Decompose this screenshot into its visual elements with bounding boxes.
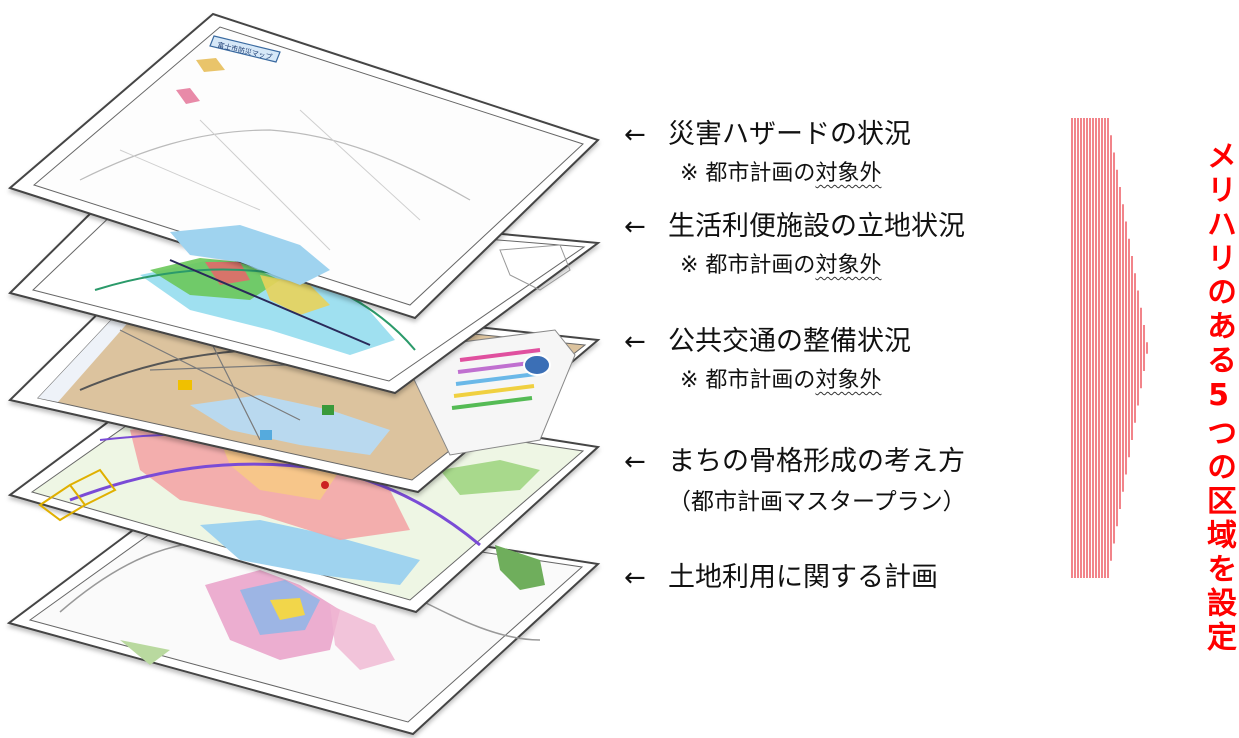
scope-note: ※ 都市計画の対象外: [680, 253, 882, 278]
striped-chevron-arrow: [1071, 118, 1148, 578]
left-arrow-icon: ←: [624, 327, 646, 357]
map-layer-stack: 富士市防災マップ: [6, 12, 601, 736]
layer-label-text: 公共交通の整備状況: [668, 326, 911, 357]
scope-note: ※ 都市計画の対象外: [680, 368, 882, 393]
left-arrow-icon: ←: [624, 212, 646, 242]
left-arrow-icon: ←: [624, 120, 646, 150]
layer-label-text: 土地利用に関する計画: [668, 562, 938, 593]
layer-label-facilities: ← 生活利便施設の立地状況: [624, 211, 965, 243]
emphasis-text: 対象外: [815, 161, 882, 186]
layer-label-hazard: ← 災害ハザードの状況: [624, 119, 911, 151]
layer-label-transport: ← 公共交通の整備状況: [624, 326, 911, 358]
layer-label-framework: ← まちの骨格形成の考え方: [624, 446, 965, 478]
layer-label-text: まちの骨格形成の考え方: [668, 446, 965, 477]
hazard-map-layer: 富士市防災マップ: [7, 12, 600, 320]
master-plan-subtitle: （都市計画マスタープラン）: [668, 489, 966, 515]
scope-note: ※ 都市計画の対象外: [680, 161, 882, 186]
layer-label-text: 災害ハザードの状況: [668, 119, 911, 150]
conclusion-vertical-text: メリハリのある5つの区域を設定: [1201, 140, 1236, 655]
left-arrow-icon: ←: [624, 447, 646, 477]
compass-icon: [523, 354, 551, 376]
left-arrow-icon: ←: [624, 563, 646, 593]
emphasis-text: 対象外: [815, 253, 882, 278]
layer-label-land-use: ← 土地利用に関する計画: [624, 562, 938, 594]
layer-label-text: 生活利便施設の立地状況: [668, 211, 965, 242]
emphasis-text: 対象外: [815, 368, 882, 393]
